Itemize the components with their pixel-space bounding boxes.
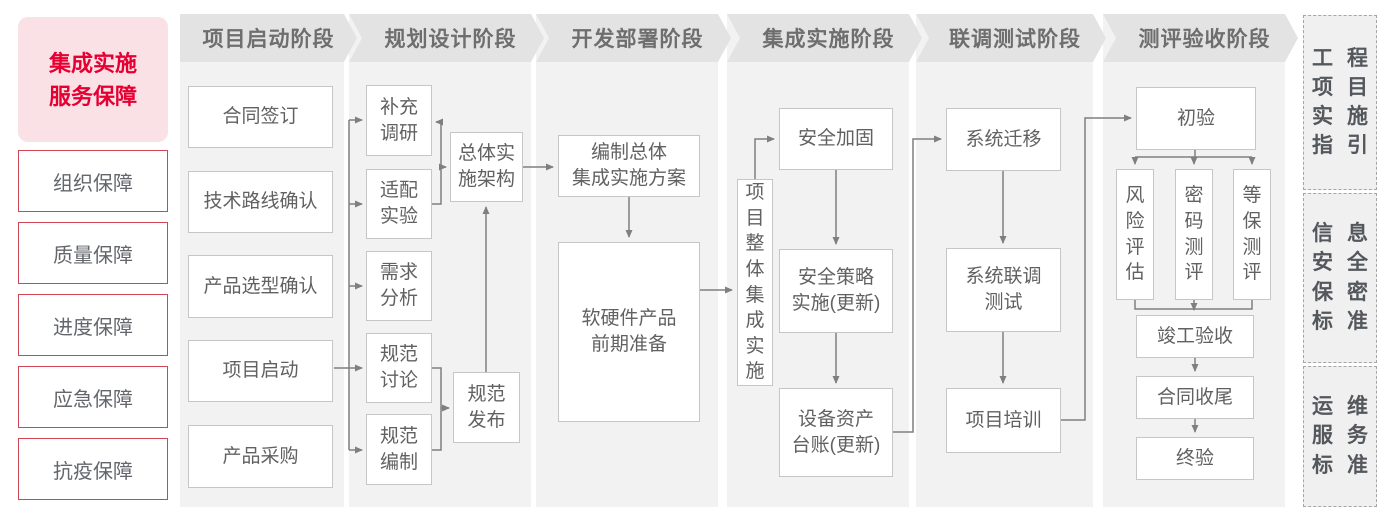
node-label: 终验 — [1175, 447, 1214, 469]
node-label: 项目启动 — [222, 360, 299, 382]
phase-header-kickoff: 项目启动阶段 — [180, 14, 357, 62]
phase-header-integration: 集成实施阶段 — [727, 14, 922, 62]
phase-header-joint-test: 联调测试阶段 — [916, 14, 1106, 62]
node-security-policy-impl: 安全策略 实施(更新) — [779, 249, 893, 333]
node-supplementary-research: 补充 调研 — [366, 85, 432, 156]
panel-label: 信息安全保密标准 — [1312, 222, 1368, 333]
node-label: 设备资产 台账(更新) — [791, 408, 881, 456]
phase-header-label: 规划设计阶段 — [384, 28, 517, 51]
node-label: 产品采购 — [222, 445, 299, 467]
sidebar-item-label: 组织保障 — [53, 172, 133, 195]
node-preliminary-acceptance: 初验 — [1136, 87, 1256, 150]
node-project-kickoff: 项目启动 — [188, 340, 333, 402]
sidebar-item-label: 进度保障 — [53, 316, 133, 339]
node-label: 风险评估 — [1125, 185, 1145, 284]
node-hw-sw-preparation: 软硬件产品 前期准备 — [558, 242, 700, 422]
node-crypto-testing: 密码测评 — [1175, 169, 1213, 300]
sidebar-item-label: 应急保障 — [53, 388, 133, 411]
node-label: 系统迁移 — [965, 128, 1042, 150]
node-contract-signing: 合同签订 — [188, 86, 333, 148]
node-label: 规范 编制 — [379, 425, 418, 473]
node-product-selection-confirm: 产品选型确认 — [188, 255, 333, 318]
node-label: 规范 讨论 — [379, 344, 418, 391]
node-label: 项目培训 — [965, 409, 1042, 431]
panel-project-implementation-guide: 工程项目实施指引 — [1303, 15, 1377, 190]
node-overall-integration-plan: 编制总体 集成实施方案 — [558, 135, 700, 197]
node-system-joint-testing: 系统联调 测试 — [946, 248, 1061, 332]
sidebar-item-schedule-guarantee: 进度保障 — [18, 294, 168, 356]
node-mlps-testing: 等保测评 — [1233, 169, 1271, 300]
node-system-migration: 系统迁移 — [946, 108, 1061, 171]
node-label: 总体实 施架构 — [457, 143, 515, 190]
node-label: 适配 实验 — [379, 180, 418, 227]
phase-header-planning: 规划设计阶段 — [349, 14, 544, 62]
sidebar-item-emergency-guarantee: 应急保障 — [18, 366, 168, 428]
sidebar-item-epidemic-guarantee: 抗疫保障 — [18, 438, 168, 500]
node-completion-acceptance: 竣工验收 — [1136, 315, 1254, 358]
node-requirement-analysis: 需求 分析 — [366, 251, 432, 321]
node-security-hardening: 安全加固 — [779, 108, 893, 170]
node-label: 初验 — [1176, 107, 1215, 129]
phase-header-acceptance: 测评验收阶段 — [1103, 14, 1298, 62]
node-overall-impl-architecture: 总体实 施架构 — [450, 132, 523, 202]
sidebar-item-label: 质量保障 — [53, 244, 133, 267]
node-spec-discussion: 规范 讨论 — [366, 333, 432, 403]
phase-header-label: 联调测试阶段 — [949, 28, 1081, 51]
node-label: 安全加固 — [797, 128, 874, 150]
node-label: 补充 调研 — [379, 96, 418, 144]
panel-label: 运维服务标准 — [1312, 395, 1368, 477]
node-adaptation-test: 适配 实验 — [366, 169, 432, 239]
phase-header-deployment: 开发部署阶段 — [536, 14, 731, 62]
node-asset-ledger-update: 设备资产 台账(更新) — [779, 388, 893, 477]
node-label: 合同签订 — [222, 106, 299, 128]
phase-header-label: 开发部署阶段 — [571, 28, 704, 51]
node-contract-closure: 合同收尾 — [1136, 376, 1254, 419]
node-label: 密码测评 — [1184, 185, 1204, 284]
sidebar-highlight-label: 集成实施 服务保障 — [48, 50, 137, 109]
phase-header-label: 集成实施阶段 — [762, 28, 895, 51]
node-label: 技术路线确认 — [203, 191, 318, 213]
node-label: 规范 发布 — [467, 383, 506, 431]
node-label: 系统联调 测试 — [965, 266, 1042, 313]
node-label: 项目整体集成实施 — [745, 181, 765, 383]
node-label: 产品选型确认 — [203, 275, 318, 297]
node-label: 等保测评 — [1242, 185, 1262, 284]
node-risk-assessment: 风险评估 — [1116, 169, 1154, 300]
node-final-acceptance: 终验 — [1136, 437, 1254, 480]
node-spec-drafting: 规范 编制 — [366, 414, 432, 485]
panel-om-service-standard: 运维服务标准 — [1303, 366, 1377, 507]
node-label: 竣工验收 — [1156, 325, 1233, 347]
sidebar-item-organization-guarantee: 组织保障 — [18, 150, 168, 212]
node-tech-route-confirm: 技术路线确认 — [188, 171, 333, 233]
panel-label: 工程项目实施指引 — [1312, 46, 1368, 158]
node-project-training: 项目培训 — [946, 388, 1061, 453]
node-product-procurement: 产品采购 — [188, 425, 333, 488]
sidebar-item-quality-guarantee: 质量保障 — [18, 222, 168, 284]
panel-infosec-confidentiality-standard: 信息安全保密标准 — [1303, 193, 1377, 363]
sidebar-item-label: 抗疫保障 — [53, 460, 133, 483]
phase-header-label: 项目启动阶段 — [202, 28, 335, 51]
node-label: 合同收尾 — [1156, 386, 1233, 408]
node-label: 软硬件产品 前期准备 — [581, 308, 677, 355]
sidebar-highlight-integration-service: 集成实施 服务保障 — [18, 17, 168, 142]
node-label: 需求 分析 — [379, 262, 418, 309]
node-project-overall-integration: 项目整体集成实施 — [737, 179, 773, 386]
node-label: 编制总体 集成实施方案 — [571, 142, 686, 189]
node-label: 安全策略 实施(更新) — [791, 267, 881, 314]
phase-header-label: 测评验收阶段 — [1138, 28, 1271, 51]
node-spec-release: 规范 发布 — [453, 372, 520, 443]
